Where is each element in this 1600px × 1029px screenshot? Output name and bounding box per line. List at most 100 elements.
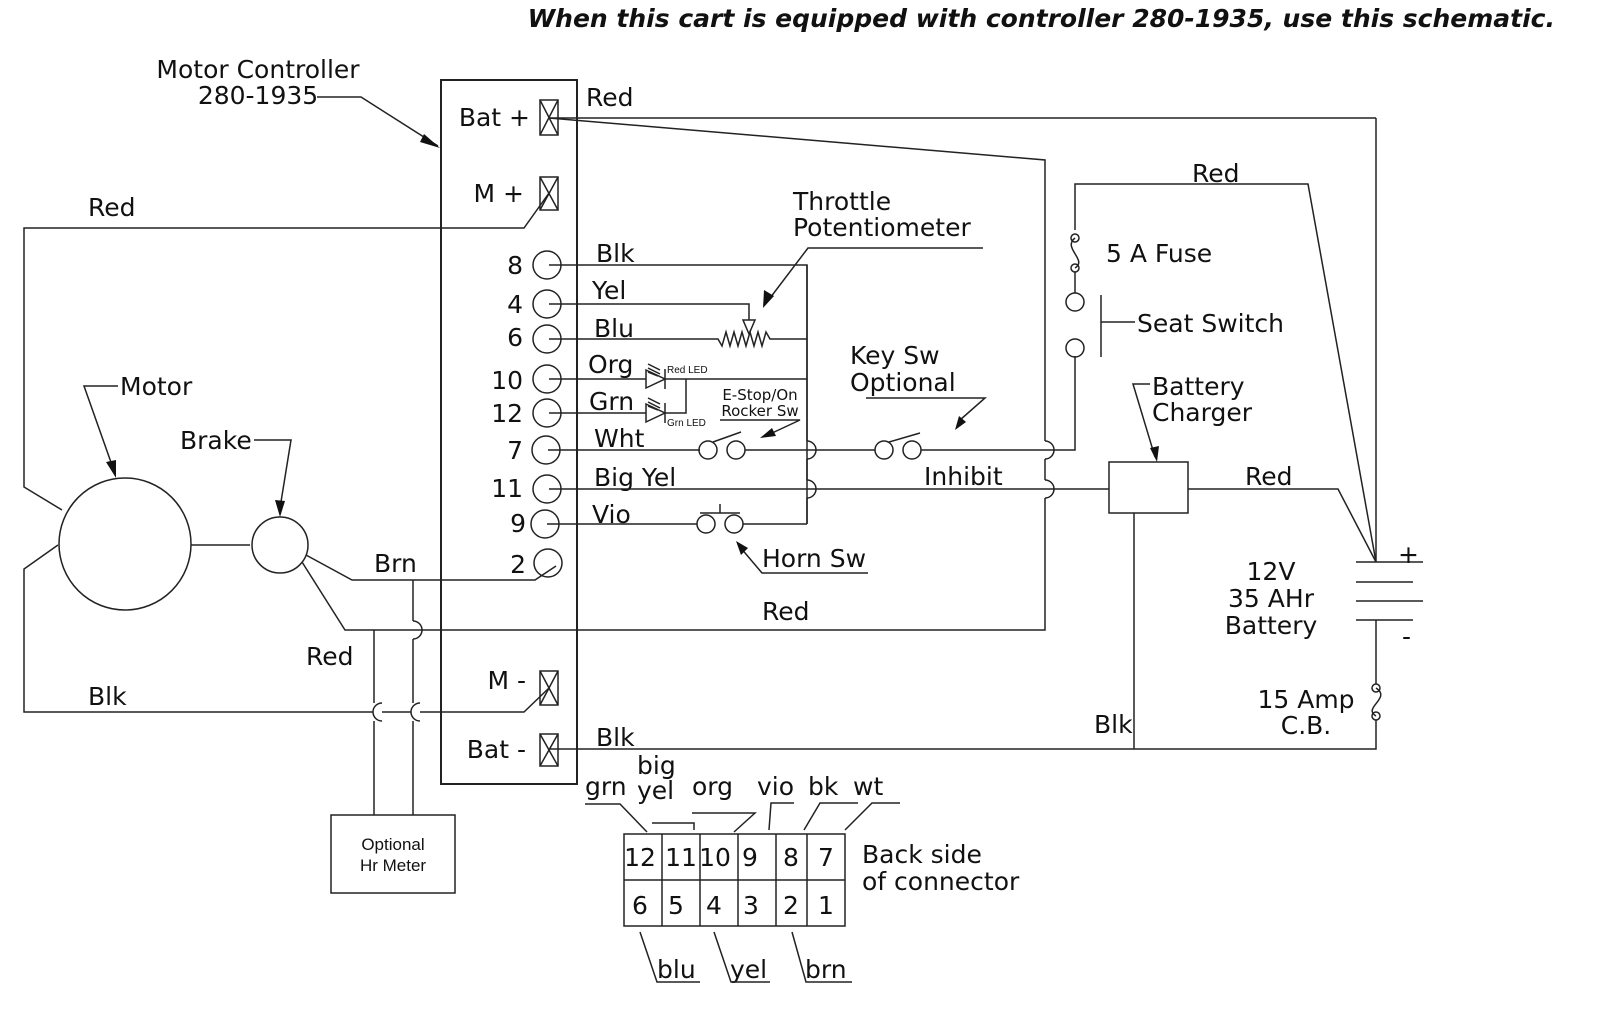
wire-label-wht: Wht <box>594 424 645 453</box>
wire-bat-plus-red-2 <box>548 117 1046 441</box>
connector-leader-grn <box>585 803 648 833</box>
connector-leader-org <box>692 812 757 833</box>
pin-number: 6 <box>507 323 523 352</box>
pin-number: 7 <box>507 436 523 465</box>
connector-cell: 5 <box>668 891 684 920</box>
battery-label-line1: 12V <box>1247 557 1296 586</box>
fuse-label: 5 A Fuse <box>1106 239 1212 268</box>
terminal-m-plus: M + <box>474 176 559 211</box>
connector-label-org: org <box>692 772 733 801</box>
connector-label-grn: grn <box>585 772 627 801</box>
connector-cell: 6 <box>632 891 648 920</box>
battery-label-line2: 35 AHr <box>1228 584 1315 613</box>
cb-label-line2: C.B. <box>1281 711 1332 740</box>
connector-label-line1: Back side <box>862 840 982 869</box>
controller-label-line1: Motor Controller <box>156 55 360 84</box>
controller-arrow-icon <box>420 134 440 148</box>
wire-label-blk: Blk <box>1094 710 1133 739</box>
terminal-m-minus: M - <box>487 666 559 706</box>
key-switch-label-line1: Key Sw <box>850 341 940 370</box>
brake-label: Brake <box>180 426 252 455</box>
wire-label-grn: Grn <box>589 387 634 416</box>
charger-label-line1: Battery <box>1152 372 1245 401</box>
wire-led-join <box>665 379 687 414</box>
connector-cell: 12 <box>624 843 656 872</box>
wire-jump <box>410 702 421 722</box>
key-switch-leader-line <box>866 397 987 421</box>
pin-11: 11 <box>491 474 562 504</box>
battery-minus-label: - <box>1402 622 1411 651</box>
wire-fuse-red <box>1074 183 1377 563</box>
throttle-leader-line <box>766 247 983 303</box>
motor-label: Motor <box>120 372 193 401</box>
pot-wiper-arrow-icon <box>741 319 757 336</box>
connector-leader-wt <box>844 802 900 831</box>
fuse-5a-icon <box>1070 237 1080 269</box>
pin-number: 2 <box>510 550 526 579</box>
cb-label-line1: 15 Amp <box>1257 685 1354 714</box>
horn-switch-contact <box>696 514 716 534</box>
connector-cell: 10 <box>699 843 731 872</box>
key-switch-lever <box>888 432 921 443</box>
green-led-label: Grn LED <box>667 418 706 429</box>
connector-leader-vio <box>768 802 794 831</box>
hr-meter-label-line1: Optional <box>361 835 424 854</box>
connector-leader-yel <box>713 931 770 983</box>
motor-controller-box <box>440 79 578 785</box>
estop-switch-lever <box>712 431 742 443</box>
wire-charger-red <box>1188 488 1377 563</box>
connector-label-yel: yel <box>730 955 767 984</box>
estop-switch-contact <box>726 440 746 460</box>
throttle-potentiometer-resistor <box>549 329 807 349</box>
terminal-bat-plus: Bat + <box>459 99 559 136</box>
estop-arrow-icon <box>760 428 776 438</box>
estop-switch-contact <box>698 440 718 460</box>
key-switch-arrow-icon <box>955 416 966 430</box>
wire-label-red: Red <box>1245 462 1293 491</box>
connector-label-big-yel: yel <box>637 776 674 805</box>
wire-label-red: Red <box>762 597 810 626</box>
wire-bat-minus-blk <box>549 720 1377 750</box>
battery-symbol <box>1356 561 1423 621</box>
wire-m-minus-blk <box>420 687 550 713</box>
horn-arrow-icon <box>736 541 748 555</box>
motor-symbol <box>58 477 192 611</box>
connector-label-wt: wt <box>853 772 883 801</box>
pin-number: 12 <box>491 399 523 428</box>
throttle-label-line2: Potentiometer <box>793 213 971 242</box>
wire-label-blk: Blk <box>596 723 635 752</box>
wire-brake-brn <box>305 554 557 581</box>
connector-cell: 1 <box>818 891 834 920</box>
wire-jump <box>412 620 423 640</box>
wire-wht-jump <box>745 440 817 460</box>
wire-label-red: Red <box>586 83 634 112</box>
pin-12: 12 <box>491 398 562 428</box>
connector-cell: 4 <box>706 891 722 920</box>
connector-leader-brn <box>791 931 852 983</box>
seat-switch-contact <box>1065 338 1085 358</box>
brake-symbol <box>251 516 309 574</box>
wire-label-red: Red <box>1192 159 1240 188</box>
pin-number: 10 <box>491 366 523 395</box>
horn-leader-line <box>739 546 868 574</box>
motor-leader-line <box>82 385 118 469</box>
connector-leader-big-yel <box>652 822 695 830</box>
brake-arrow-icon <box>275 500 285 517</box>
wire-jump <box>806 479 817 499</box>
connector-label-big: big <box>637 751 676 780</box>
charger-leader-line <box>1131 383 1156 458</box>
connector-cell: 11 <box>665 843 697 872</box>
connector-label-brn: brn <box>805 955 847 984</box>
connector-cell: 8 <box>783 843 799 872</box>
connector-cell: 2 <box>783 891 799 920</box>
connector-leader-bk <box>803 802 858 831</box>
terminal-bat-minus: Bat - <box>467 733 559 767</box>
battery-plus-label: + <box>1398 540 1419 569</box>
wire-label-red: Red <box>306 642 354 671</box>
battery-label-line3: Battery <box>1225 611 1318 640</box>
wire-motor-blk <box>23 544 373 713</box>
battery-charger-box <box>1108 461 1189 514</box>
throttle-label-line1: Throttle <box>792 187 891 216</box>
wire-jump <box>1044 479 1055 499</box>
charger-arrow-icon <box>1150 446 1159 462</box>
